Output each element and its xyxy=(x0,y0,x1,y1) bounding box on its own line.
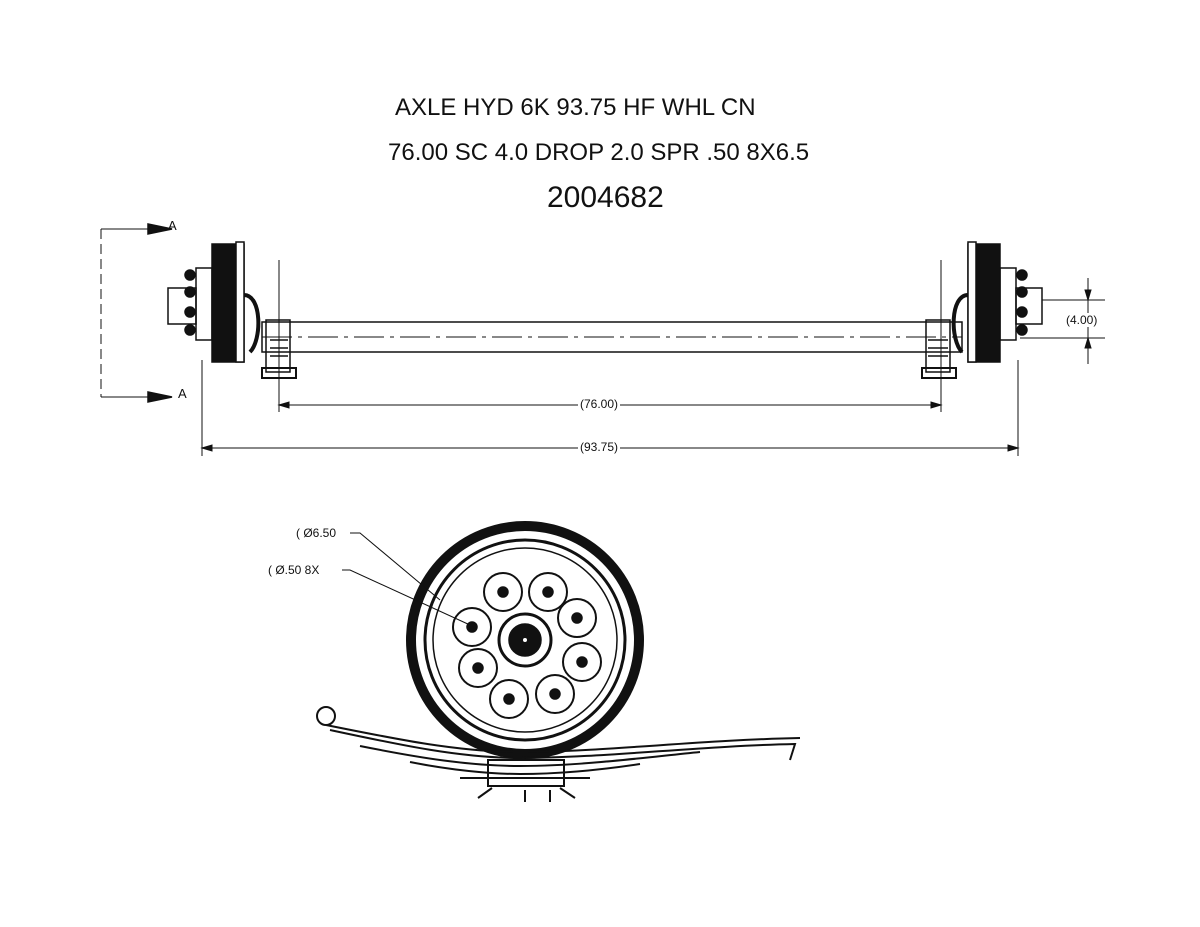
dim-bolt-circle: ( Ø6.50 xyxy=(296,526,337,540)
title-line-2: 76.00 SC 4.0 DROP 2.0 SPR .50 8X6.5 xyxy=(388,139,810,166)
leaf-spring xyxy=(316,706,801,802)
part-number: 2004682 xyxy=(547,181,664,214)
dim-drop: (4.00) xyxy=(1064,313,1100,327)
axle-tube xyxy=(261,321,963,353)
section-label-bottom: A xyxy=(178,386,187,401)
right-hub xyxy=(921,241,1043,379)
dim-spring-center: (76.00) xyxy=(578,397,621,411)
title-line-1: AXLE HYD 6K 93.75 HF WHL CN xyxy=(395,94,756,121)
dim-stud-holes: ( Ø.50 8X xyxy=(268,563,320,577)
callout-leaders xyxy=(342,532,471,626)
section-label-top: A xyxy=(168,218,177,233)
section-marker xyxy=(100,223,173,403)
dim-overall-length: (93.75) xyxy=(578,440,621,454)
wheel-section xyxy=(406,521,644,759)
left-hub xyxy=(167,241,297,379)
